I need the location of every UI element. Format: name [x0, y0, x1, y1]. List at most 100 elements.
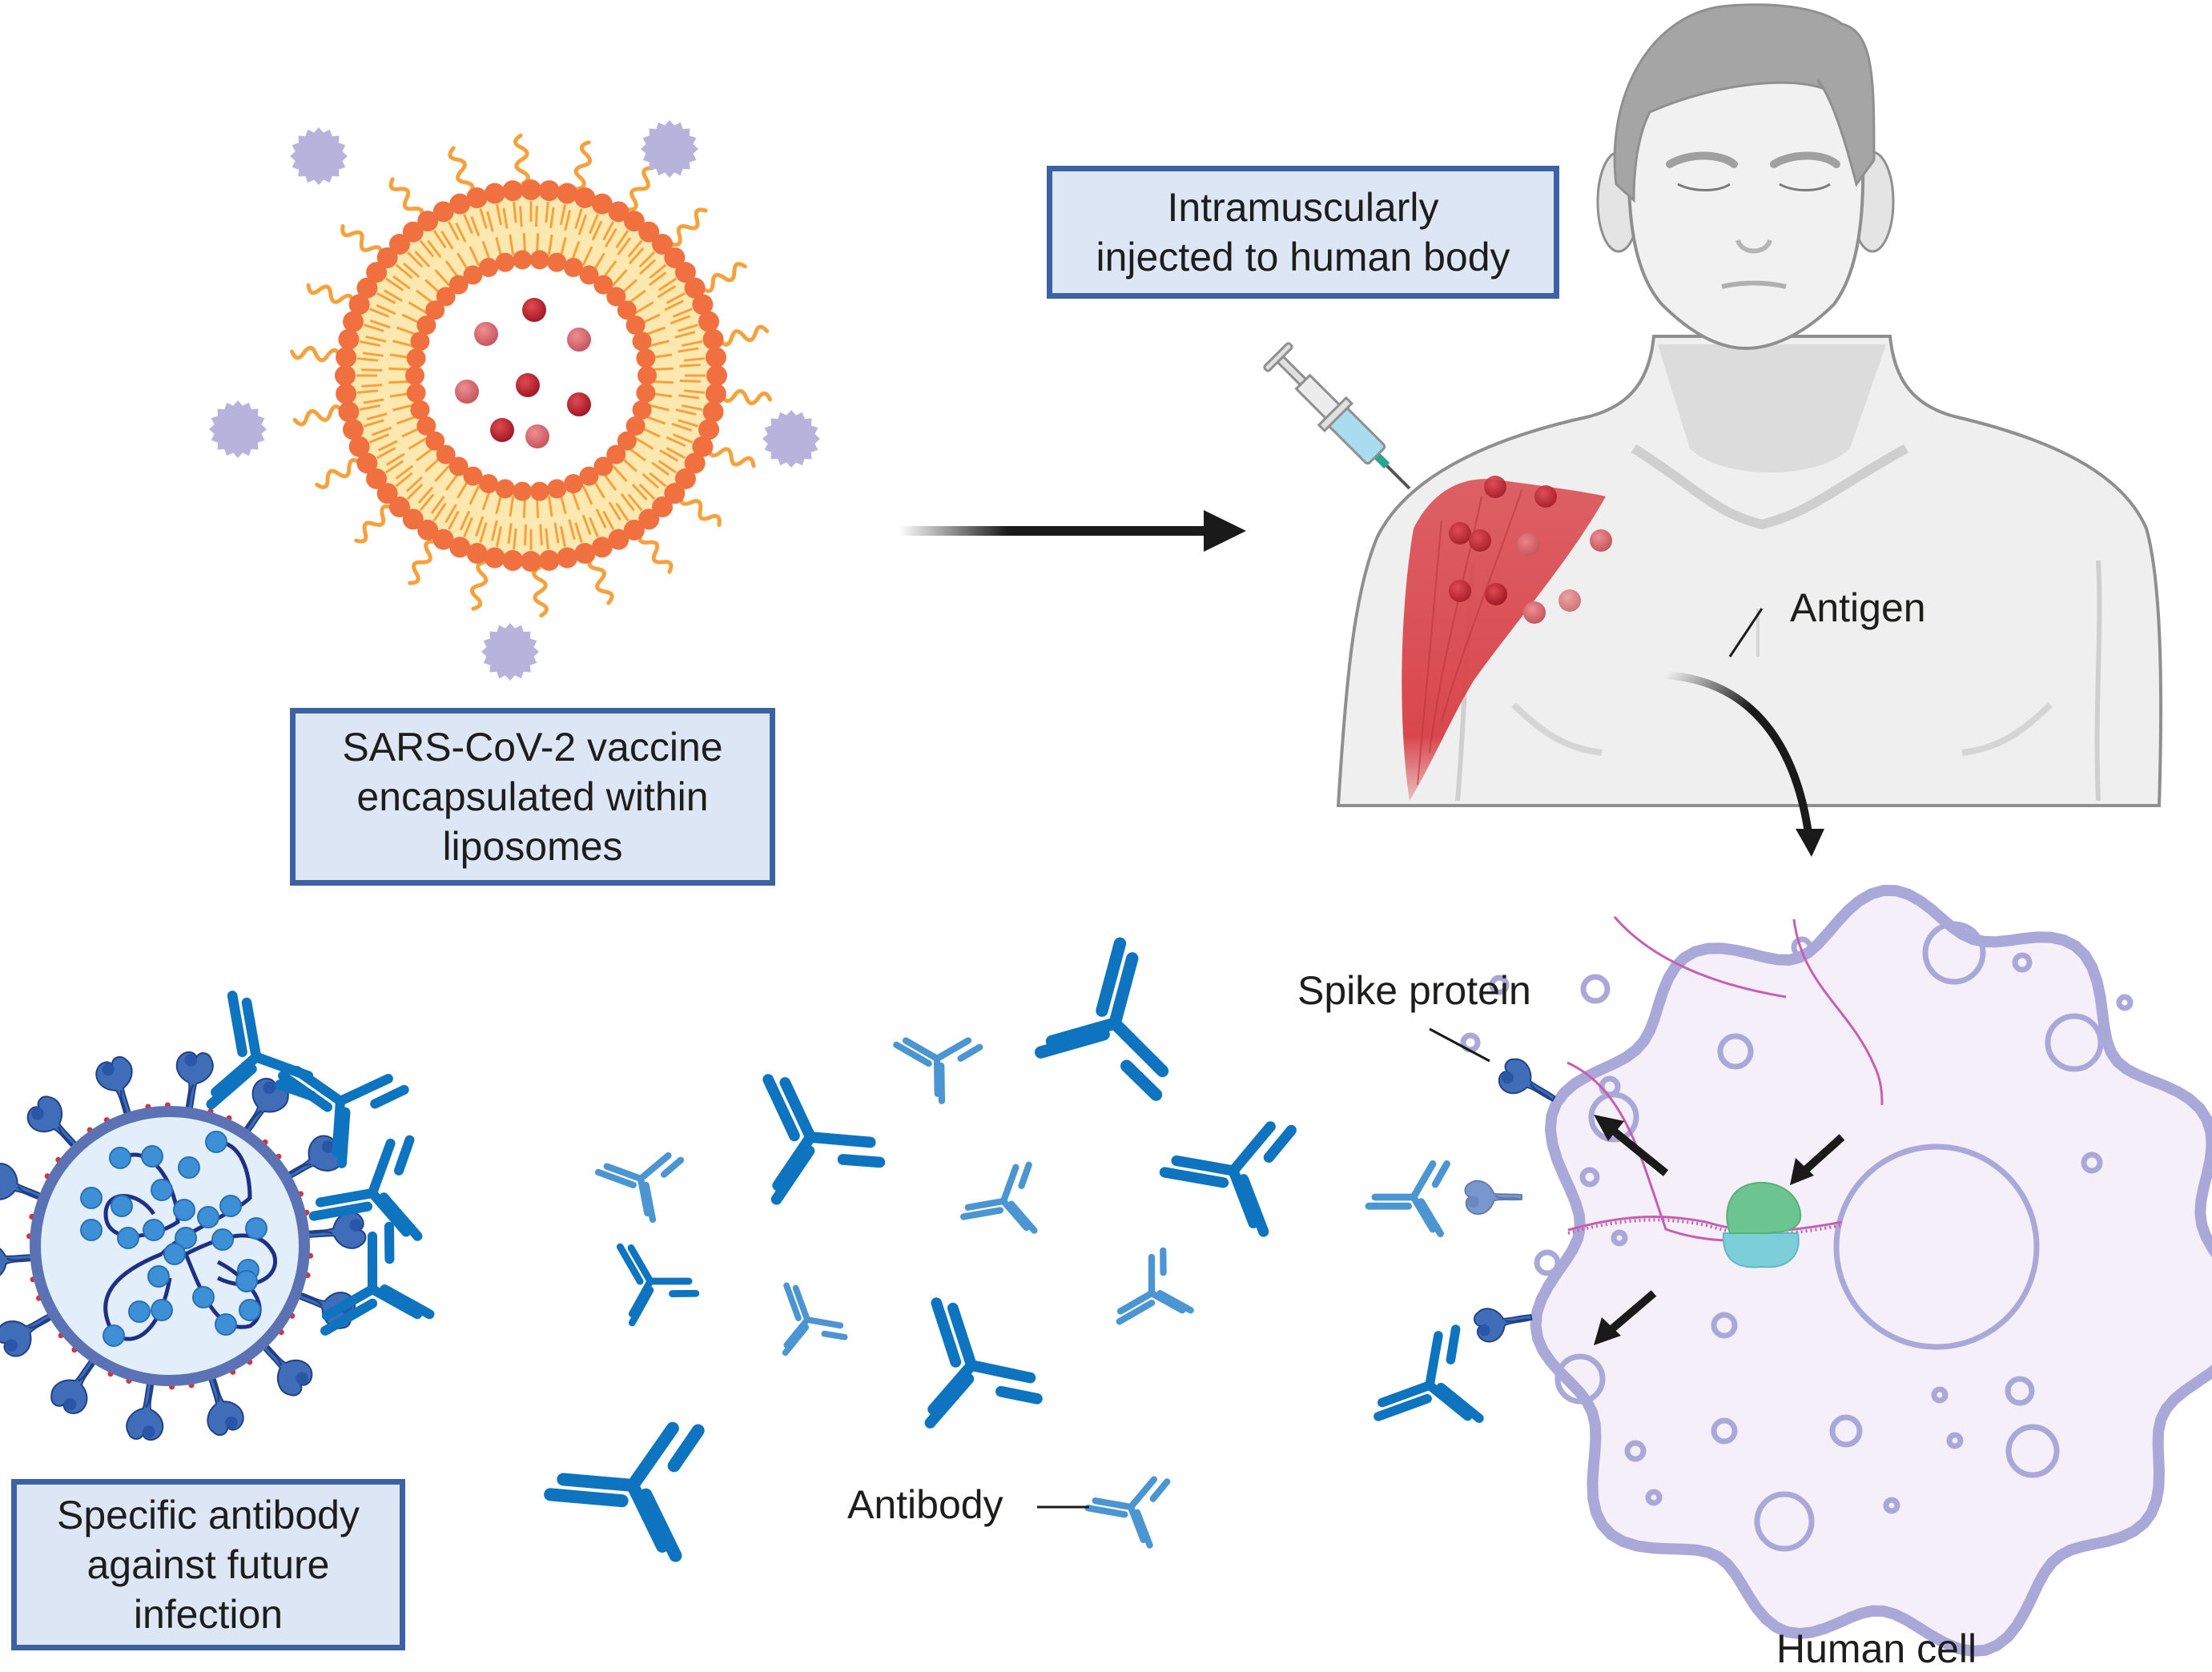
peg-chain [410, 541, 434, 583]
lipid-head [637, 366, 657, 385]
spike-protein-icon [1473, 1301, 1534, 1344]
ligand-particle [481, 623, 539, 681]
lipid-head [539, 550, 560, 571]
peg-chain [317, 460, 360, 488]
peg-chain [702, 264, 745, 291]
lipid-head [485, 183, 505, 203]
peg-chain [640, 533, 671, 572]
lipid-head [547, 253, 566, 272]
lipid-tail [388, 368, 409, 369]
lipid-head [547, 479, 566, 498]
lipid-head [502, 550, 523, 571]
lipid-head [521, 551, 541, 572]
cell-membrane [1536, 890, 2212, 1651]
cargo-particle [455, 380, 479, 404]
rna-bead [81, 1188, 102, 1208]
rna-bead [110, 1147, 131, 1168]
rna-bead [151, 1300, 172, 1320]
lipid-head [698, 311, 719, 332]
peg-chain [534, 568, 547, 616]
rna-bead [81, 1220, 102, 1240]
rna-bead [220, 1196, 241, 1216]
lipid-head [530, 250, 549, 269]
syringe-icon [1262, 341, 1423, 502]
lipid-tail [361, 370, 382, 371]
peg-chain [720, 327, 767, 344]
peg-chain [472, 562, 485, 609]
lipid-head [703, 329, 724, 350]
ligand-particle [762, 410, 820, 468]
lipid-head [502, 180, 523, 201]
liposome [292, 135, 770, 615]
human-cell [1463, 890, 2212, 1651]
vesicle [2119, 997, 2130, 1008]
lipid-head [336, 347, 356, 368]
lipid-head [706, 347, 726, 368]
injection-label-box: Intramuscularly injected to human body [1047, 166, 1559, 299]
spike-leader-line [1430, 1029, 1490, 1061]
lipid-head [636, 348, 655, 368]
lipid-head [706, 384, 726, 404]
lipid-head [335, 365, 356, 386]
lipid-tail [388, 381, 409, 382]
vesicle [1537, 1252, 1558, 1273]
lipid-tail [680, 380, 701, 381]
peg-chain [576, 143, 589, 189]
peg-chain [709, 448, 754, 466]
rna-bead [198, 1207, 219, 1228]
liposome-label: SARS-CoV-2 vaccine encapsulated within l… [342, 722, 722, 871]
lipid-head [405, 366, 424, 385]
lipid-head [513, 250, 532, 269]
lipid-head [521, 179, 541, 200]
cargo-particle [522, 298, 546, 322]
lipid-head [410, 400, 429, 420]
lipid-head [636, 384, 655, 403]
rna-bead [236, 1271, 257, 1292]
rna-bead [118, 1228, 139, 1248]
cargo-particle [567, 328, 591, 352]
rna-bead [148, 1266, 169, 1287]
lipid-head [338, 401, 359, 422]
vesicle [1583, 977, 1607, 1001]
peg-chain [295, 407, 342, 424]
peg-chain [450, 148, 473, 194]
injection-label: Intramuscularly injected to human body [1096, 183, 1510, 282]
ligand-particle [209, 400, 267, 458]
lipid-head [479, 258, 498, 277]
rna-bead [174, 1200, 195, 1220]
rna-bead [103, 1325, 124, 1346]
flow-arrow-right [899, 510, 1246, 552]
lipid-head [343, 419, 364, 440]
antibody-label-box: Specific antibody against future infecti… [11, 1479, 405, 1650]
peg-chain [308, 285, 353, 303]
lipid-head [496, 253, 515, 272]
lipid-head [467, 187, 488, 208]
lipid-head [574, 543, 595, 564]
spike-protein-icon [1465, 1181, 1522, 1215]
lipid-head [485, 548, 505, 569]
virus-spike-icon [125, 1377, 169, 1442]
lipid-head [336, 384, 356, 404]
peg-chain [343, 226, 381, 255]
peg-chain [681, 495, 719, 525]
peg-chain [589, 557, 612, 603]
liposome-label-box: SARS-CoV-2 vaccine encapsulated within l… [290, 708, 775, 886]
cargo-particle [525, 424, 549, 448]
rna-bead [212, 1229, 233, 1250]
rna-bead [151, 1180, 172, 1200]
rna-bead [193, 1287, 214, 1308]
cargo-particle [567, 392, 591, 416]
lipid-tail [653, 381, 674, 382]
lipid-head [530, 482, 549, 501]
lipid-head [557, 183, 577, 203]
bound-antibody-icon [1359, 1329, 1487, 1450]
lipid-head [706, 365, 727, 386]
lipid-head [407, 384, 426, 403]
lipid-tail [653, 368, 674, 369]
bound-antibody-icon [1369, 1164, 1447, 1233]
virus [0, 1050, 366, 1443]
rna-bead [164, 1244, 185, 1264]
human-cell-label: Human cell [1776, 1626, 1977, 1672]
rna-bead [142, 1146, 163, 1167]
lipid-tail [525, 525, 526, 545]
